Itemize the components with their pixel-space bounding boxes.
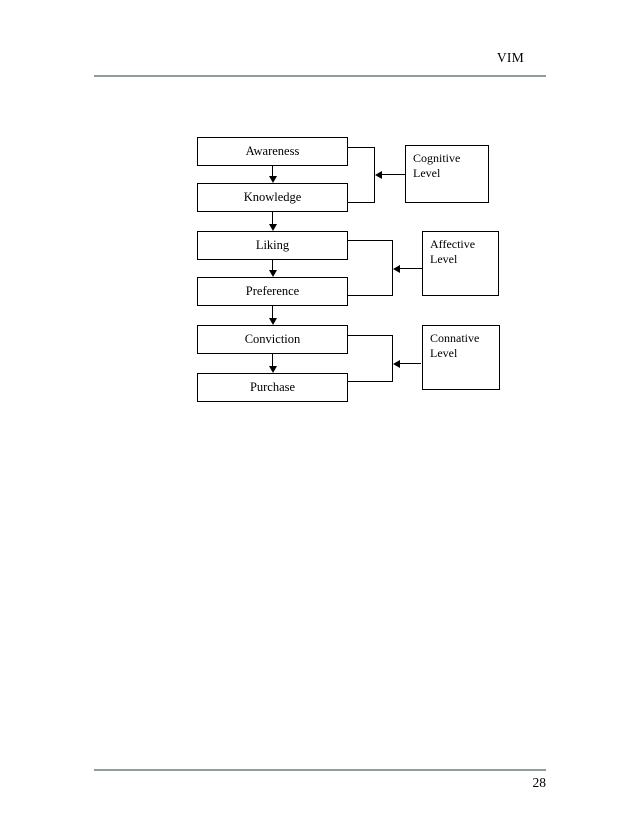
arrow-down-head-icon	[268, 224, 277, 231]
arrow-line	[400, 363, 421, 364]
page-number: 28	[532, 775, 547, 790]
flow-box-liking: Liking	[197, 231, 348, 260]
arrow-left-head-icon	[375, 170, 382, 179]
bracket-cognitive-group	[348, 147, 375, 203]
arrow-line	[272, 260, 273, 270]
flow-box-knowledge: Knowledge	[197, 183, 348, 212]
arrow-awareness-to-knowledge	[268, 166, 277, 183]
level-box-connative: Connative Level	[422, 325, 500, 390]
bracket-affective-group	[348, 240, 393, 296]
arrow-conviction-to-purchase	[268, 354, 277, 373]
footer-rule	[94, 769, 546, 771]
flow-box-awareness: Awareness	[197, 137, 348, 166]
arrow-liking-to-preference	[268, 260, 277, 277]
arrow-line	[272, 306, 273, 318]
arrow-down-head-icon	[268, 366, 277, 373]
level-box-cognitive: Cognitive Level	[405, 145, 489, 203]
arrow-line	[272, 212, 273, 224]
arrow-down-head-icon	[268, 318, 277, 325]
header-title: VIM	[496, 50, 524, 65]
arrow-left-head-icon	[393, 264, 400, 273]
flow-box-conviction: Conviction	[197, 325, 348, 354]
arrow-down-head-icon	[268, 176, 277, 183]
arrow-line	[272, 354, 273, 366]
header-rule	[94, 75, 546, 77]
arrow-line	[382, 174, 405, 175]
flow-box-purchase: Purchase	[197, 373, 348, 402]
arrow-down-head-icon	[268, 270, 277, 277]
arrow-knowledge-to-liking	[268, 212, 277, 231]
bracket-connative-group	[348, 335, 393, 382]
arrow-connative-to-bracket	[393, 359, 421, 368]
flow-box-preference: Preference	[197, 277, 348, 306]
arrow-line	[272, 166, 273, 176]
arrow-affective-to-bracket	[393, 264, 422, 273]
arrow-cognitive-to-bracket	[375, 170, 405, 179]
arrow-line	[400, 268, 422, 269]
level-box-affective: Affective Level	[422, 231, 499, 296]
arrow-left-head-icon	[393, 359, 400, 368]
arrow-preference-to-conviction	[268, 306, 277, 325]
